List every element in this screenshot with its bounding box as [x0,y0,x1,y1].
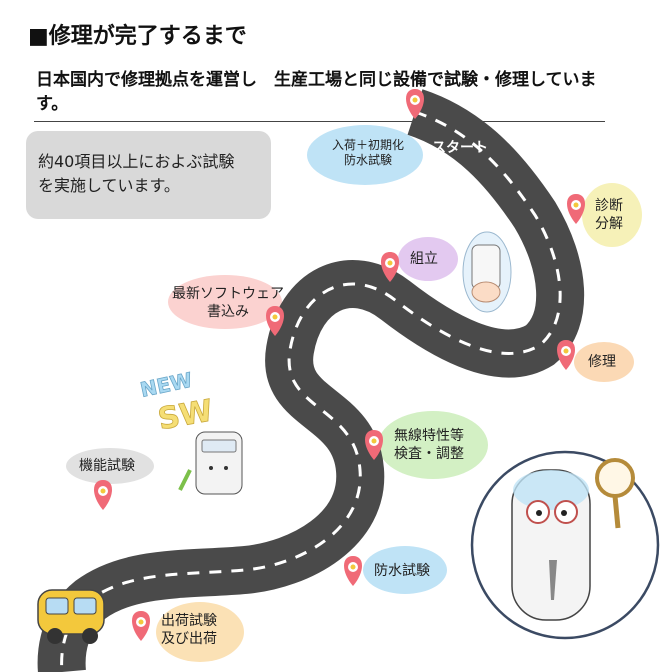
step-label-2-line-2: 分解 [595,216,623,232]
bubble-step-7 [66,448,154,484]
step-label-7: 機能試験 [79,458,135,474]
pin-icon [94,480,112,510]
start-label: スタート [432,140,488,156]
step-label-9-line-1: 出荷試験 [161,613,217,629]
step-label-6-line-1: 無線特性等 [394,428,464,444]
label-bubbles [66,125,642,662]
step-label-4-line-2: 書込み [207,304,249,320]
step-label-3: 組立 [410,251,438,267]
note-text-line-1: 約40項目以上におよぶ試験 [38,152,235,171]
step-label-9-line-2: 及び出荷 [161,631,217,647]
step-label-6: 無線特性等 検査・調整 [394,427,464,463]
note-box [26,131,271,219]
page-title: ■修理が完了するまで [28,24,247,49]
pin-icon [132,611,150,641]
road-center-line [60,110,562,672]
pins [94,89,585,641]
bubble-step-4 [168,275,282,329]
step-label-4-line-1: 最新ソフトウェア [172,286,284,302]
new-sw-sticker: NEW SW [138,367,216,438]
step-label-5: 修理 [588,354,616,370]
divider [34,121,605,122]
car-icon [37,589,105,644]
new-sw-line-2: SW [155,393,215,437]
pin-icon [344,556,362,586]
step-label-8: 防水試験 [374,563,430,579]
step-label-4: 最新ソフトウェア 書込み [172,285,284,321]
step-label-1: 入荷＋初期化 防水試験 [332,138,404,168]
note-text: 約40項目以上におよぶ試験 を実施しています。 [38,150,270,198]
pin-icon [567,194,585,224]
pin-icon [557,340,575,370]
bubble-step-8 [363,546,447,594]
bubble-step-2 [582,183,642,247]
bubble-step-1 [307,125,423,185]
bubble-step-9 [156,602,244,662]
step-label-2-line-1: 診断 [595,198,623,214]
bubble-step-6 [378,411,488,479]
step-label-2: 診断 分解 [595,197,623,233]
device-illustration [178,431,243,495]
step-label-1-line-1: 入荷＋初期化 [332,138,405,152]
pin-icon [406,89,424,119]
pin-icon [365,430,383,460]
page-subtitle: 日本国内で修理拠点を運営し 生産工場と同じ設備で試験・修理しています。 [36,70,597,114]
phone-hand-illustration [462,231,512,313]
bubble-step-3 [398,237,458,281]
step-label-6-line-2: 検査・調整 [394,446,464,462]
bubble-step-5 [574,342,634,382]
mascot-inspector-illustration [470,450,660,640]
step-label-1-line-2: 防水試験 [344,153,393,167]
pin-icon [266,306,284,336]
step-label-9: 出荷試験 及び出荷 [161,612,217,648]
pin-icon [381,252,399,282]
note-text-line-2: を実施しています。 [38,176,180,195]
